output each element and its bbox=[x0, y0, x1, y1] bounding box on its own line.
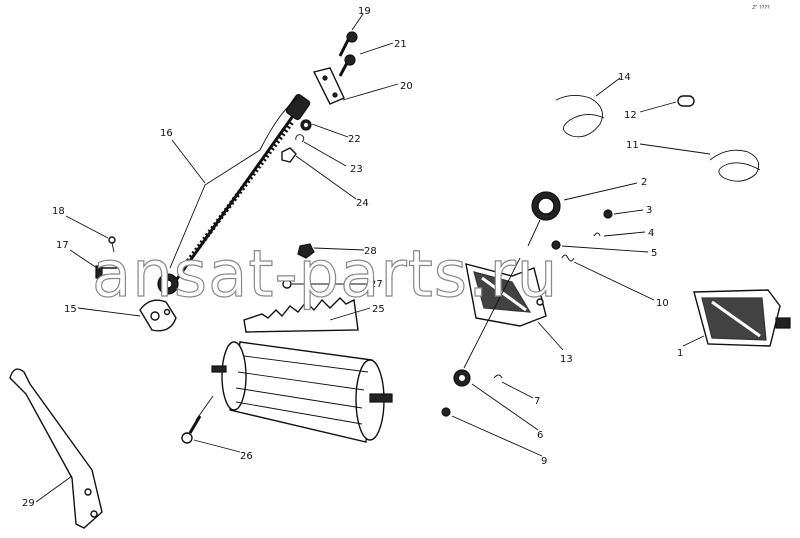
label-16: 16 bbox=[160, 128, 173, 139]
part-11-wiring bbox=[709, 149, 761, 182]
part-25-serrated-bar bbox=[243, 297, 359, 333]
part-29-bracket bbox=[9, 368, 103, 529]
part-7-clip bbox=[493, 374, 503, 379]
label-28: 28 bbox=[364, 246, 377, 257]
part-1-housing bbox=[693, 289, 791, 347]
label-22: 22 bbox=[348, 134, 361, 145]
part-22-washer bbox=[300, 119, 312, 131]
part-12-bulb bbox=[677, 95, 695, 107]
label-13: 13 bbox=[560, 354, 573, 365]
part-19-screw bbox=[338, 31, 358, 57]
label-18: 18 bbox=[52, 206, 65, 217]
part-14-wiring bbox=[555, 95, 605, 138]
part-9-screw bbox=[441, 407, 451, 417]
label-21: 21 bbox=[394, 39, 407, 50]
label-29: 29 bbox=[22, 498, 35, 509]
label-26: 26 bbox=[240, 451, 253, 462]
label-23: 23 bbox=[350, 164, 363, 175]
part-3-nut bbox=[603, 209, 613, 219]
part-23-ring bbox=[295, 134, 305, 143]
part-16-spring-assembly bbox=[157, 93, 311, 295]
label-10: 10 bbox=[656, 298, 669, 309]
label-17: 17 bbox=[56, 240, 69, 251]
part-27-ring bbox=[282, 279, 292, 289]
part-15-plate bbox=[139, 299, 177, 332]
label-27: 27 bbox=[370, 279, 383, 290]
part-17-bolt bbox=[95, 265, 125, 279]
label-4: 4 bbox=[648, 228, 654, 239]
label-20: 20 bbox=[400, 81, 413, 92]
part-2-lamp bbox=[527, 191, 561, 247]
part-4-clip bbox=[593, 232, 601, 237]
part-18-pin bbox=[108, 236, 116, 253]
label-7: 7 bbox=[534, 396, 540, 407]
part-20-plate bbox=[312, 67, 345, 105]
label-1: 1 bbox=[677, 348, 683, 359]
watermark: ansat-parts.ru bbox=[92, 238, 558, 312]
label-11: 11 bbox=[626, 140, 639, 151]
drum-assembly bbox=[211, 341, 393, 443]
part-5-washer bbox=[551, 240, 561, 250]
part-26-bolt bbox=[181, 415, 202, 444]
part-24-nut bbox=[281, 147, 297, 163]
label-14: 14 bbox=[618, 72, 631, 83]
label-15: 15 bbox=[64, 304, 77, 315]
part-10-spring bbox=[561, 254, 575, 262]
label-5: 5 bbox=[651, 248, 657, 259]
part-28-nut bbox=[297, 243, 315, 259]
label-25: 25 bbox=[372, 304, 385, 315]
label-12: 12 bbox=[624, 110, 637, 121]
label-6: 6 bbox=[537, 430, 543, 441]
leader-lines bbox=[35, 13, 711, 503]
part-21-screw bbox=[338, 54, 356, 77]
part-labels: 1 2 3 4 5 6 7 9 10 11 12 13 14 15 16 17 … bbox=[22, 6, 683, 509]
part-13-housing bbox=[465, 263, 547, 327]
label-9: 9 bbox=[541, 456, 547, 467]
label-3: 3 bbox=[646, 205, 652, 216]
label-24: 24 bbox=[356, 198, 369, 209]
part-6-grommet bbox=[453, 369, 471, 387]
label-2: 2 bbox=[641, 177, 647, 188]
corner-mark: 2" ???? bbox=[752, 5, 770, 11]
label-19: 19 bbox=[358, 6, 371, 17]
